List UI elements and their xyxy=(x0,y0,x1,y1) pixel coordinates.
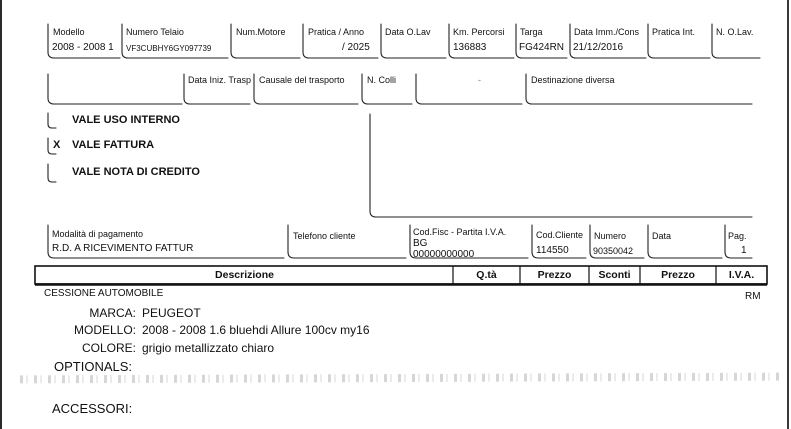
colore-key: COLORE: xyxy=(81,341,136,355)
pratica-value: / 2025 xyxy=(342,42,370,53)
telaio-label: Numero Telaio xyxy=(126,27,184,37)
col-prezzo-2: Prezzo xyxy=(661,269,695,281)
option-fattura-mark: X xyxy=(53,139,61,151)
option-uso-interno-label: VALE USO INTERNO xyxy=(72,114,180,126)
transport-dash: - xyxy=(478,75,481,85)
codfisc-value-2: 00000000000 xyxy=(413,249,475,260)
marca-key: MARCA: xyxy=(89,306,136,320)
modalita-pagamento-value: R.D. A RICEVIMENTO FATTUR xyxy=(52,243,194,254)
codcliente-label: Cod.Cliente xyxy=(536,230,584,240)
colli-label: N. Colli xyxy=(367,75,397,85)
targa-label: Targa xyxy=(520,27,543,37)
body-title: CESSIONE AUTOMOBILE xyxy=(44,288,164,299)
telaio-value: VF3CUBHY6GY097739 xyxy=(126,44,212,53)
col-iva: I.V.A. xyxy=(728,269,755,281)
modello-key: MODELLO: xyxy=(73,323,136,337)
scan-edge-right xyxy=(787,0,789,429)
n-olav-label: N. O.Lav. xyxy=(716,27,754,37)
data-label: Data xyxy=(652,231,672,241)
pag-label: Pag. xyxy=(728,231,747,241)
km-value: 136883 xyxy=(453,42,487,53)
modalita-pagamento-label: Modalità di pagamento xyxy=(52,229,144,239)
codfisc-value-1: BG xyxy=(413,238,428,249)
optionals-key: OPTIONALS: xyxy=(54,359,133,374)
numero-label: Numero xyxy=(594,231,627,241)
colore-value: grigio metallizzato chiaro xyxy=(142,341,275,355)
km-label: Km. Percorsi xyxy=(453,27,505,37)
col-sconti: Sconti xyxy=(598,269,631,281)
modello-body-value: 2008 - 2008 1.6 bluehdi Allure 100cv my1… xyxy=(142,323,370,337)
option-fattura-label: VALE FATTURA xyxy=(72,139,155,151)
targa-value: FG424RN xyxy=(519,42,565,53)
option-nota-credito-label: VALE NOTA DI CREDITO xyxy=(72,166,200,178)
pratica-label: Pratica / Anno xyxy=(308,27,365,37)
causale-trasporto-label: Causale del trasporto xyxy=(259,75,345,85)
data-imm-value: 21/12/2016 xyxy=(573,42,624,53)
pratica-int-label: Pratica Int. xyxy=(652,27,696,37)
pag-value: 1 xyxy=(741,245,747,256)
data-imm-label: Data Imm./Cons xyxy=(574,27,640,37)
marca-value: PEUGEOT xyxy=(142,306,201,320)
telefono-label: Telefono cliente xyxy=(293,231,356,241)
codfisc-label: Cod.Fisc - Partita I.V.A. xyxy=(413,227,507,237)
accessori-key: ACCESSORI: xyxy=(52,401,133,416)
destinazione-label: Destinazione diversa xyxy=(531,75,615,85)
data-lav-label: Data O.Lav xyxy=(385,27,431,37)
numero-value: 90350042 xyxy=(593,246,634,256)
data-iniz-trasp-label: Data Iniz. Trasp xyxy=(188,75,252,85)
modello-value: 2008 - 2008 1 xyxy=(52,42,114,53)
body-rm: RM xyxy=(745,291,761,302)
motore-label: Num.Motore xyxy=(236,27,286,37)
scan-edge-left xyxy=(0,0,2,429)
col-quantita: Q.tà xyxy=(476,269,497,281)
modello-label: Modello xyxy=(53,27,85,37)
col-prezzo: Prezzo xyxy=(537,269,572,281)
col-descrizione: Descrizione xyxy=(215,269,274,281)
codcliente-value: 114550 xyxy=(536,245,569,256)
